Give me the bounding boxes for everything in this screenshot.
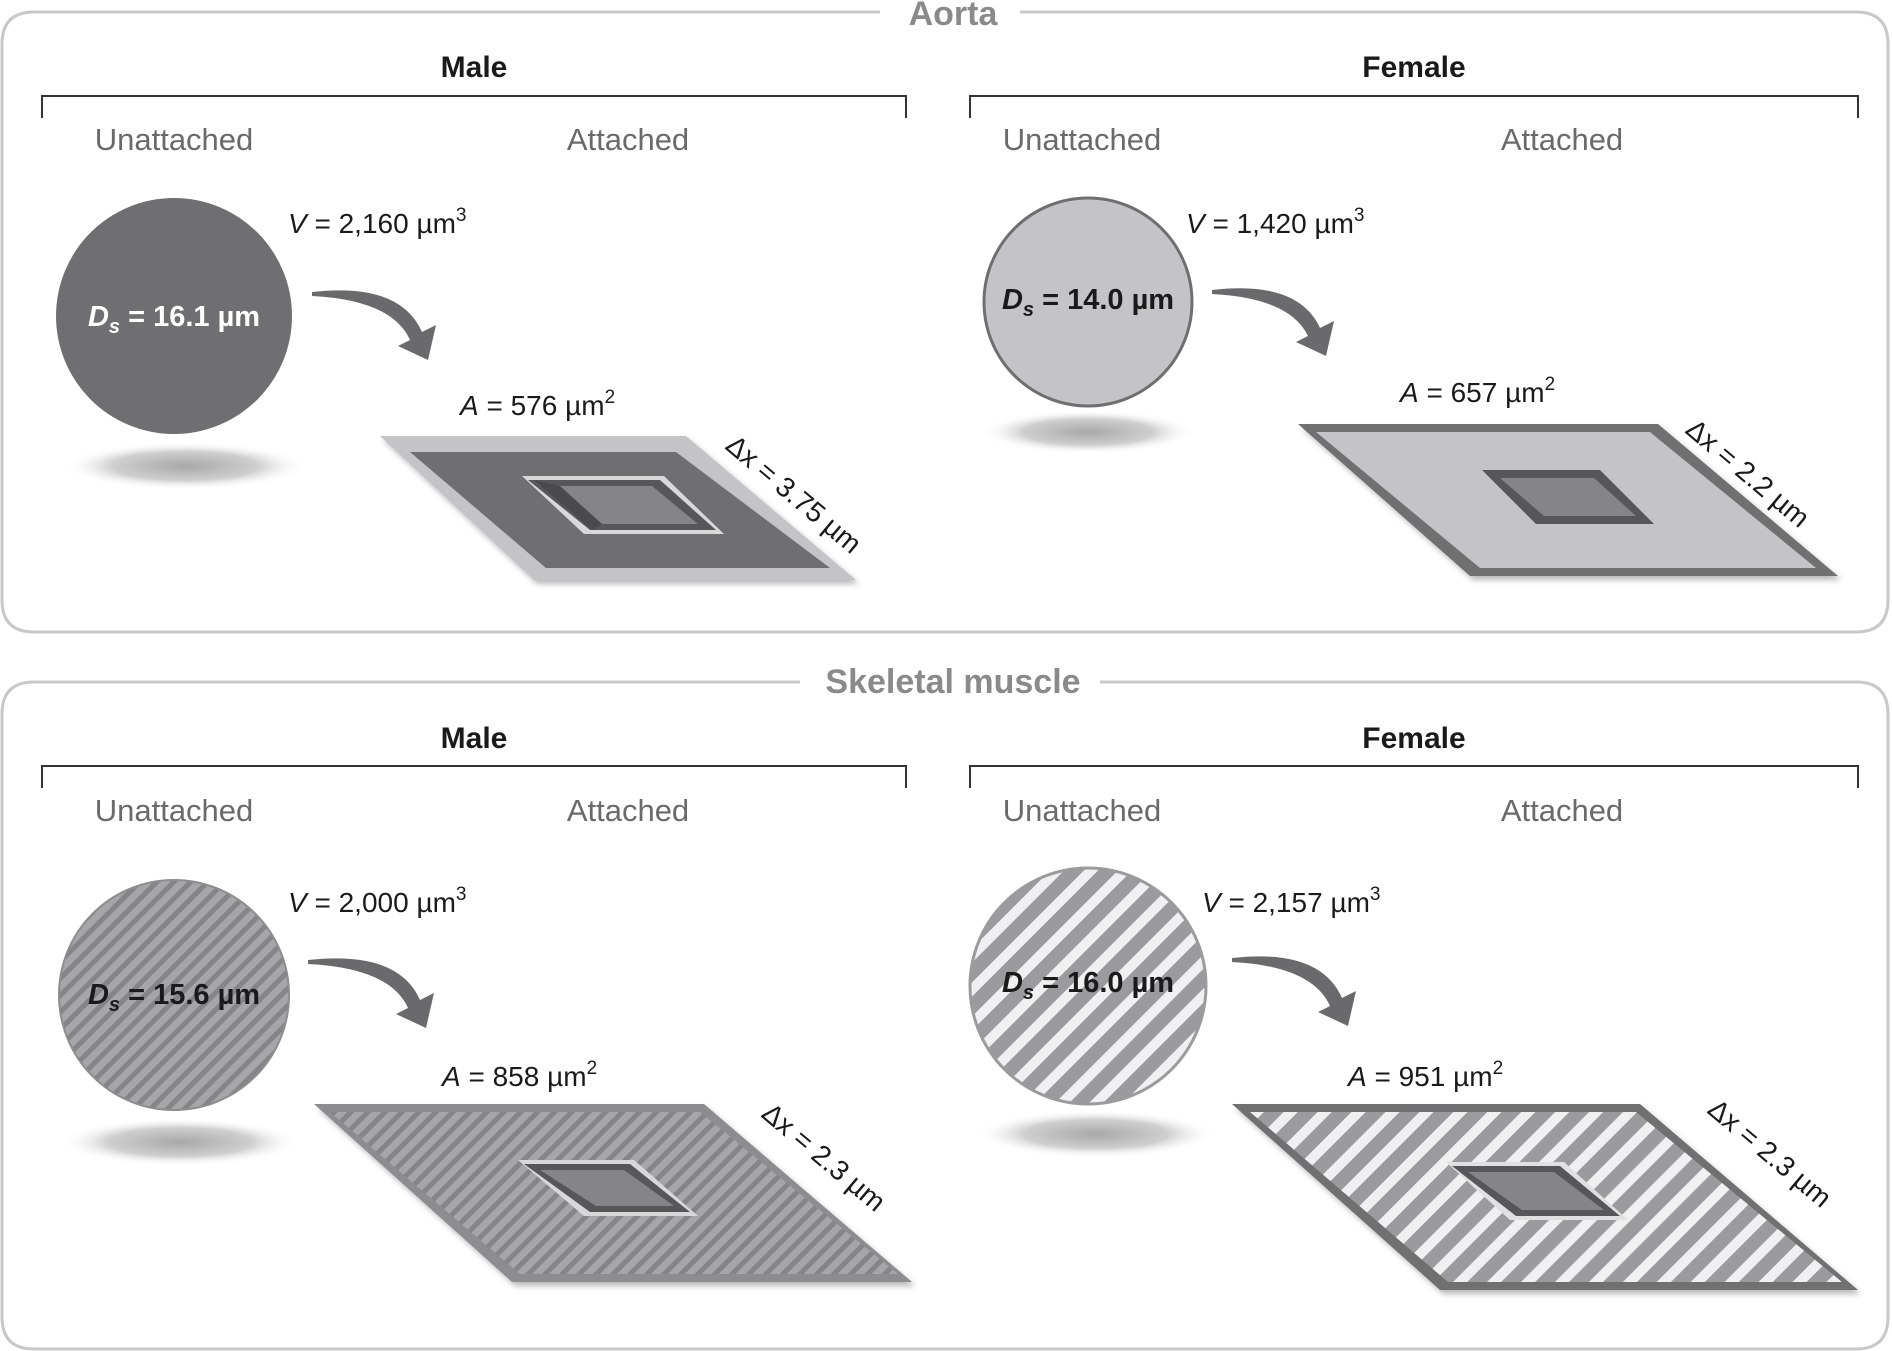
- cell-diameter: Ds = 16.1 µm: [88, 301, 260, 338]
- sex-title: Male: [441, 722, 508, 755]
- transition-arrow: [312, 290, 436, 360]
- unattached-cell: [58, 879, 290, 1111]
- unattached-cell: [56, 198, 292, 434]
- section-frame: [0, 10, 1890, 634]
- attached-cell: [314, 1104, 912, 1282]
- bracket: [969, 765, 1859, 788]
- unattached-cell: [968, 866, 1208, 1106]
- panel-aorta-female: Female Unattached Attached Ds = 14.0 µm …: [969, 51, 1859, 576]
- cell-diameter: Ds = 15.6 µm: [88, 979, 260, 1016]
- attached-label: Attached: [567, 122, 689, 157]
- attached-cell: [1232, 1104, 1858, 1290]
- unattached-cell: [982, 196, 1194, 408]
- attached-area: A = 951 µm2: [1346, 1058, 1503, 1092]
- section-frame: [0, 680, 1890, 1351]
- sex-title: Female: [1362, 51, 1465, 84]
- cell-diameter: Ds = 14.0 µm: [1002, 284, 1174, 321]
- sex-title: Female: [1362, 722, 1465, 755]
- transition-arrow: [1232, 956, 1356, 1026]
- cell-volume: V = 2,157 µm3: [1202, 884, 1380, 918]
- section-title: Aorta: [909, 0, 999, 33]
- section-skeletal-muscle: Skeletal muscle Male Unattached Attached…: [0, 663, 1890, 1351]
- unattached-label: Unattached: [95, 793, 254, 828]
- unattached-label: Unattached: [1003, 122, 1162, 157]
- cell-shadow: [60, 1118, 300, 1166]
- transition-arrow: [308, 958, 434, 1028]
- panel-skeletal-male: Male Unattached Attached Ds = 15.6 µm V …: [41, 722, 912, 1282]
- section-aorta: Aorta Male Unattached Attached Ds = 16.1…: [0, 0, 1890, 634]
- cell-volume: V = 2,160 µm3: [288, 205, 466, 239]
- attached-area: A = 858 µm2: [440, 1058, 597, 1092]
- cell-volume: V = 2,000 µm3: [288, 884, 466, 918]
- attached-label: Attached: [567, 793, 689, 828]
- cell-diameter: Ds = 16.0 µm: [1002, 967, 1174, 1004]
- attached-cell: [380, 436, 856, 580]
- cell-shadow: [976, 1110, 1216, 1158]
- bracket: [41, 765, 907, 788]
- unattached-label: Unattached: [1003, 793, 1162, 828]
- cell-shadow: [63, 442, 307, 490]
- attached-cell: [1298, 424, 1838, 576]
- attached-area: A = 576 µm2: [458, 387, 615, 421]
- cell-shadow: [980, 410, 1196, 454]
- attached-label: Attached: [1501, 122, 1623, 157]
- bracket: [969, 95, 1859, 118]
- attached-label: Attached: [1501, 793, 1623, 828]
- sex-title: Male: [441, 51, 508, 84]
- bracket: [41, 95, 907, 118]
- cell-volume: V = 1,420 µm3: [1186, 205, 1364, 239]
- attached-area: A = 657 µm2: [1398, 374, 1555, 408]
- panel-skeletal-female: Female Unattached Attached Ds = 16.0 µm …: [968, 722, 1859, 1290]
- transition-arrow: [1212, 288, 1334, 356]
- panel-aorta-male: Male Unattached Attached Ds = 16.1 µm V …: [41, 51, 907, 580]
- section-title: Skeletal muscle: [825, 663, 1080, 701]
- unattached-label: Unattached: [95, 122, 254, 157]
